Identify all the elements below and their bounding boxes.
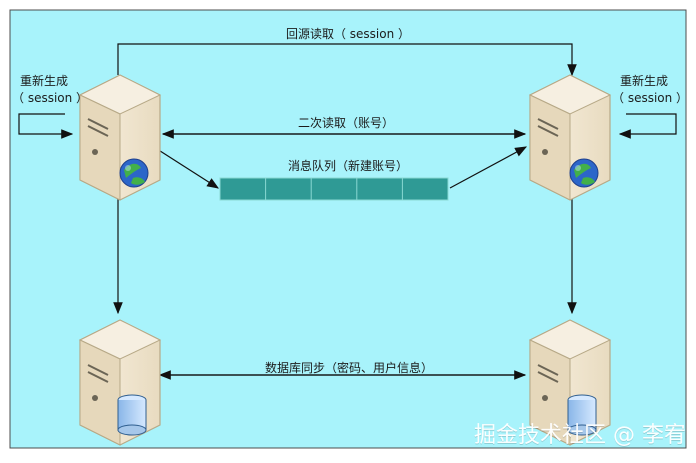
arrow-from-mq	[449, 146, 528, 189]
regen-left-line1: 重新生成	[20, 74, 69, 88]
top-session-read-label: 回源读取（ session ）	[285, 27, 411, 41]
server-bottom-right	[528, 319, 612, 446]
regen-right-line1: 重新生成	[620, 74, 669, 88]
globe-icon	[569, 158, 599, 188]
regen-left-line2: （ session ）	[12, 91, 89, 105]
arrow-top-session-read	[117, 43, 577, 77]
db-sync-label: 数据库同步（密码、用户信息）	[264, 361, 433, 375]
database-icon	[117, 394, 147, 436]
regen-right-line2: （ session ）	[612, 91, 689, 105]
arrow-to-mq	[156, 148, 220, 189]
account-read-label: 二次读取（账号）	[297, 116, 394, 130]
database-icon	[567, 394, 597, 436]
arrow-regen-right	[618, 113, 677, 139]
server-top-right	[528, 74, 612, 201]
mq-label: 消息队列（新建账号）	[287, 159, 408, 173]
watermark: 掘金技术社区 @ 李宥	[474, 423, 686, 448]
arrow-regen-left	[18, 113, 74, 139]
globe-icon	[119, 158, 149, 188]
server-top-left	[78, 74, 162, 201]
message-queue	[219, 177, 449, 201]
server-bottom-left	[78, 319, 162, 446]
